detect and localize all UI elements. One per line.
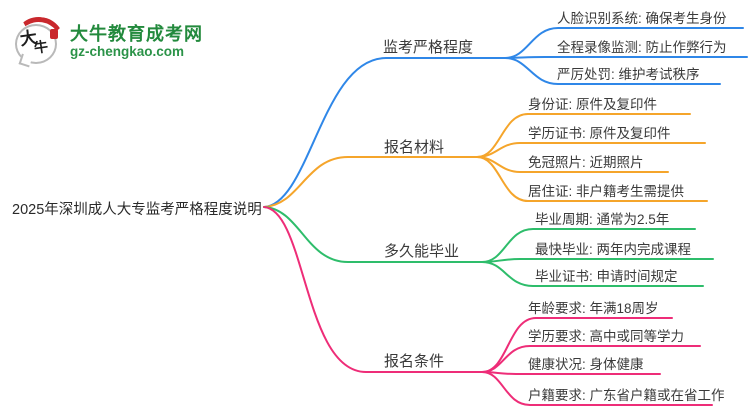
- branch-label-supervision: 监考严格程度: [383, 39, 474, 56]
- logo-text-block: 大牛教育成考网 gz-chengkao.com: [70, 24, 203, 61]
- logo-red-seal: [50, 29, 58, 39]
- leaf-curve-graduation-1: [481, 228, 696, 263]
- leaf-strict-punishment: 严厉处罚: 维护考试秩序: [557, 67, 700, 82]
- site-url: gz-chengkao.com: [70, 44, 185, 60]
- leaf-curve-supervision-3: [504, 57, 721, 85]
- leaf-household-requirement: 户籍要求: 广东省户籍或在省工作: [528, 388, 725, 403]
- leaf-curve-materials-4: [476, 156, 708, 202]
- central-topic: 2025年深圳成人大专监考严格程度说明: [12, 202, 262, 218]
- branch-curve-graduation: [263, 206, 483, 263]
- branch-label-materials: 报名材料: [384, 139, 445, 156]
- leaf-video-monitoring: 全程录像监测: 防止作弊行为: [557, 40, 727, 55]
- leaf-education-requirement: 学历要求: 高中或同等学力: [528, 329, 685, 344]
- logo-char-niu: 牛: [32, 38, 50, 56]
- leaf-age-requirement: 年龄要求: 年满18周岁: [528, 301, 659, 316]
- branch-curve-materials: [263, 156, 478, 208]
- leaf-diploma-application: 毕业证书: 申请时间规定: [535, 269, 678, 284]
- leaf-diploma: 学历证书: 原件及复印件: [528, 126, 671, 141]
- daniu-logo-icon: 大 牛: [10, 13, 68, 70]
- leaf-curve-supervision-2: [504, 56, 748, 59]
- leaf-curve-graduation-3: [481, 261, 704, 287]
- branch-label-graduation: 多久能毕业: [384, 243, 460, 260]
- leaf-face-recognition: 人脸识别系统: 确保考生身份: [557, 11, 727, 26]
- leaf-graduation-cycle: 毕业周期: 通常为2.5年: [535, 212, 670, 227]
- branch-curve-requirements: [263, 206, 483, 373]
- site-logo[interactable]: 大 牛 大牛教育成考网 gz-chengkao.com: [10, 13, 203, 70]
- branch-label-requirements: 报名条件: [384, 353, 445, 370]
- leaf-curve-requirements-4: [481, 371, 713, 406]
- logo-bubble-tail: [18, 53, 33, 68]
- leaf-id-card: 身份证: 原件及复印件: [528, 97, 658, 112]
- leaf-curve-graduation-2: [481, 258, 714, 263]
- leaf-photo: 免冠照片: 近期照片: [528, 155, 644, 170]
- leaf-residence-permit: 居住证: 非户籍考生需提供: [528, 184, 685, 199]
- branch-curve-supervision: [263, 57, 506, 208]
- site-name: 大牛教育成考网: [70, 23, 203, 44]
- leaf-health-requirement: 健康状况: 身体健康: [528, 357, 644, 372]
- leaf-fastest-graduation: 最快毕业: 两年内完成课程: [535, 242, 692, 257]
- leaf-curve-requirements-2: [481, 345, 701, 373]
